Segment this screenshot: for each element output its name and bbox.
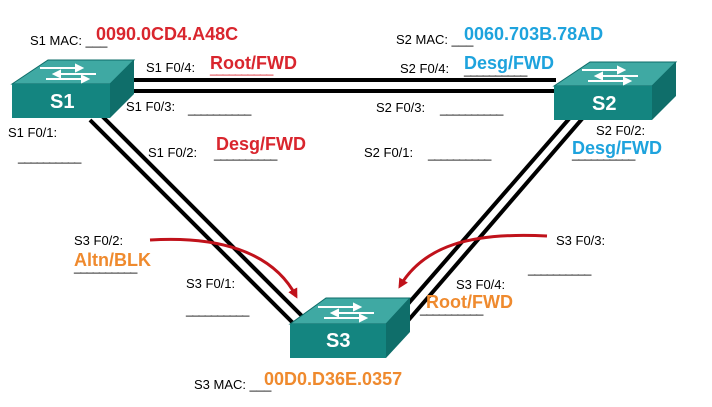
s1-f02-role: Desg/FWD: [216, 134, 306, 154]
s2-f01-label: S2 F0/1:: [364, 145, 414, 160]
s1-f03-label: S1 F0/3:: [126, 99, 176, 114]
s1-f02-blank: __________: [214, 146, 277, 161]
s3-f04-blank: __________: [420, 301, 483, 316]
switch-s1: [10, 59, 136, 118]
link-s1-s3: [88, 114, 308, 326]
s1-mac-value: 0090.0CD4.A48C: [96, 24, 239, 44]
switch-s1-name: S1: [50, 91, 75, 113]
s3-f02-role: Altn/BLK: [74, 250, 151, 270]
arrow-to-s3-f02: [149, 237, 298, 299]
s3-f04-label: S3 F0/4:: [456, 277, 506, 292]
s1-f01-blank: __________: [18, 149, 81, 164]
switch-s2-name: S2: [592, 93, 617, 115]
s1-f02-label: S1 F0/2:: [148, 145, 198, 160]
switch-s2: [552, 61, 678, 120]
s1-f03-blank: __________: [188, 101, 251, 116]
s2-f04-label: S2 F0/4:: [400, 61, 450, 76]
s1-f04-label: S1 F0/4:: [146, 60, 196, 75]
s2-f02-role: Desg/FWD: [572, 138, 662, 158]
s2-f03-label: S2 F0/3:: [376, 100, 426, 115]
s3-mac-value: 00D0.D36E.0357: [264, 369, 403, 389]
s3-f01-blank: __________: [186, 302, 249, 317]
s2-mac-value: 0060.703B.78AD: [464, 24, 604, 44]
arrow-to-s3-f04: [398, 233, 548, 289]
s2-f01-blank: __________: [428, 146, 491, 161]
switch-s3-name: S3: [326, 330, 351, 352]
s3-mac-label: S3 MAC: ___: [194, 377, 272, 392]
s3-f01-label: S3 F0/1:: [186, 276, 236, 291]
s1-mac-label: S1 MAC: ___: [30, 33, 108, 48]
s3-f02-blank: __________: [74, 259, 137, 274]
switch-s3: [288, 297, 412, 358]
s2-f02-label: S2 F0/2:: [596, 123, 646, 138]
s1-f04-role: Root/FWD: [210, 53, 297, 73]
s1-f04-blank: __________: [210, 61, 273, 76]
s2-f04-blank: __________: [464, 62, 527, 77]
s1-f01-label: S1 F0/1:: [8, 125, 58, 140]
s2-f04-role: Desg/FWD: [464, 53, 554, 73]
link-s1-s2: [128, 78, 556, 93]
s3-f04-role: Root/FWD: [426, 292, 513, 312]
s3-f02-label: S3 F0/2:: [74, 233, 124, 248]
s3-f03-label: S3 F0/3:: [556, 233, 606, 248]
s3-f03-blank: __________: [528, 261, 591, 276]
s2-mac-label: S2 MAC: ___: [396, 32, 474, 47]
s2-f03-blank: __________: [440, 101, 503, 116]
link-s2-s3: [392, 110, 590, 325]
s2-f02-blank: __________: [572, 146, 635, 161]
